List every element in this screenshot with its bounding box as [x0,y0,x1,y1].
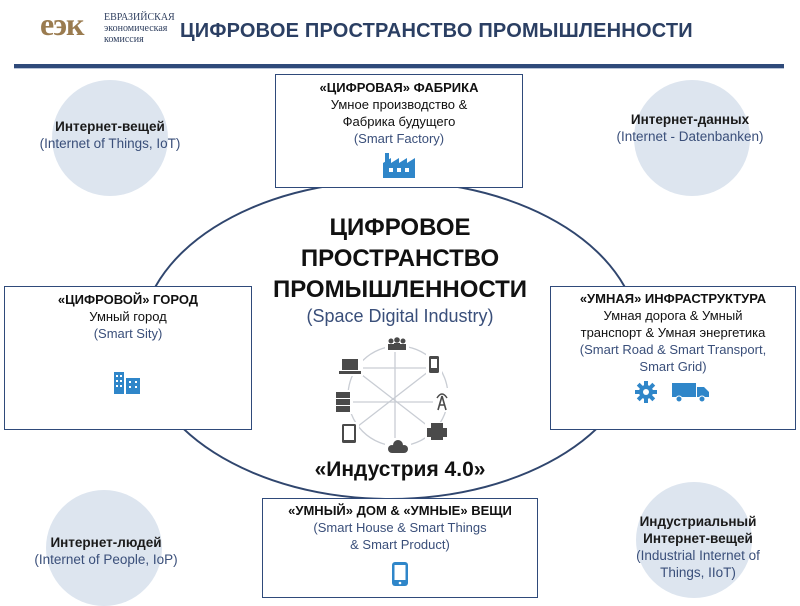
center-subtitle: (Space Digital Industry) [306,306,494,326]
label-data: Интернет-данных (Internet - Datenbanken) [590,111,790,145]
truck-icon [672,383,709,403]
box-digital-factory: «ЦИФРОВАЯ» ФАБРИКА Умное производство & … [275,74,523,188]
infra-english-1: (Smart Road & Smart Transport, [579,342,767,357]
tablet-icon [339,422,359,446]
factory-english: (Smart Factory) [353,131,445,146]
circle-data [634,80,750,196]
antenna-icon [433,388,451,412]
home-english-2: & Smart Product) [350,537,450,552]
org-name-line-2: экономическая [104,23,168,34]
eek-logo: еэк [40,6,84,42]
infra-line-2: транспорт & Умная энергетика [580,325,766,340]
smartphone-icon [392,562,408,586]
circle-iiot [636,482,752,598]
iiot-title-2: Интернет-вещей [643,531,753,546]
city-english: (Smart Sity) [93,326,163,341]
label-iot: Интернет-вещей (Internet of Things, IoT) [14,118,206,152]
factory-line-1: Умное производство & [330,97,468,112]
factory-title: «ЦИФРОВАЯ» ФАБРИКА [319,80,479,95]
iop-title: Интернет-людей [50,535,162,550]
header-divider [14,64,784,68]
circle-iot [52,80,168,196]
page-title: ЦИФРОВОЕ ПРОСТРАНСТВО ПРОМЫШЛЕННОСТИ [180,20,693,42]
box-smart-infrastructure: «УМНАЯ» ИНФРАСТРУКТУРА Умная дорога & Ум… [550,286,796,430]
network-diagram [333,336,451,456]
city-buildings-icon [114,372,140,394]
infra-line-1: Умная дорога & Умный [603,308,743,323]
box-smart-home: «УМНЫЙ» ДОМ & «УМНЫЕ» ВЕЩИ (Smart House … [262,498,538,598]
city-title: «ЦИФРОВОЙ» ГОРОД [57,292,199,307]
city-line-1: Умный город [89,309,167,324]
people-icon [385,336,409,352]
infra-icons [551,381,795,403]
infra-title: «УМНАЯ» ИНФРАСТРУКТУРА [579,291,767,306]
infra-english-2: Smart Grid) [639,359,707,374]
label-iop: Интернет-людей (Internet of People, IoP) [10,534,202,568]
org-name-line-3: комиссия [104,34,144,45]
center-title-line-3: ПРОМЫШЛЕННОСТИ [272,276,528,303]
circle-iop [46,490,162,606]
center-title-line-1: ЦИФРОВОЕ [329,214,471,241]
iiot-title-1: Индустриальный [639,514,757,529]
org-name: ЕВРАЗИЙСКАЯ экономическая комиссия [104,12,175,45]
label-iiot: Индустриальный Интернет-вещей (Industria… [600,513,796,581]
industry-4-label: «Индустрия 4.0» [314,458,486,481]
home-english-1: (Smart House & Smart Things [313,520,487,535]
iop-subtitle: (Internet of People, IoP) [34,552,178,567]
printer-icon [425,422,449,442]
home-title: «УМНЫЙ» ДОМ & «УМНЫЕ» ВЕЩИ [288,503,512,518]
server-icon [333,390,353,414]
factory-line-2: Фабрика будущего [342,114,456,129]
center-title-line-2: ПРОСТРАНСТВО [300,245,500,272]
data-title: Интернет-данных [630,112,750,127]
header-divider-thin [14,68,784,69]
center-title: ЦИФРОВОЕ ПРОСТРАНСТВО ПРОМЫШЛЕННОСТИ [250,212,550,305]
laptop-icon [337,356,363,376]
iiot-subtitle-1: (Industrial Internet of [636,548,760,563]
org-name-line-1: ЕВРАЗИЙСКАЯ [104,12,175,23]
mobile-icon [426,354,442,376]
iot-title: Интернет-вещей [55,119,165,134]
iot-subtitle: (Internet of Things, IoT) [39,136,181,151]
factory-icon [383,153,415,178]
gear-icon [635,381,657,403]
cloud-icon [385,438,411,456]
data-subtitle: (Internet - Datenbanken) [616,129,764,144]
iiot-subtitle-2: Things, IIoT) [660,565,736,580]
box-digital-city: «ЦИФРОВОЙ» ГОРОД Умный город (Smart Sity… [4,286,252,430]
